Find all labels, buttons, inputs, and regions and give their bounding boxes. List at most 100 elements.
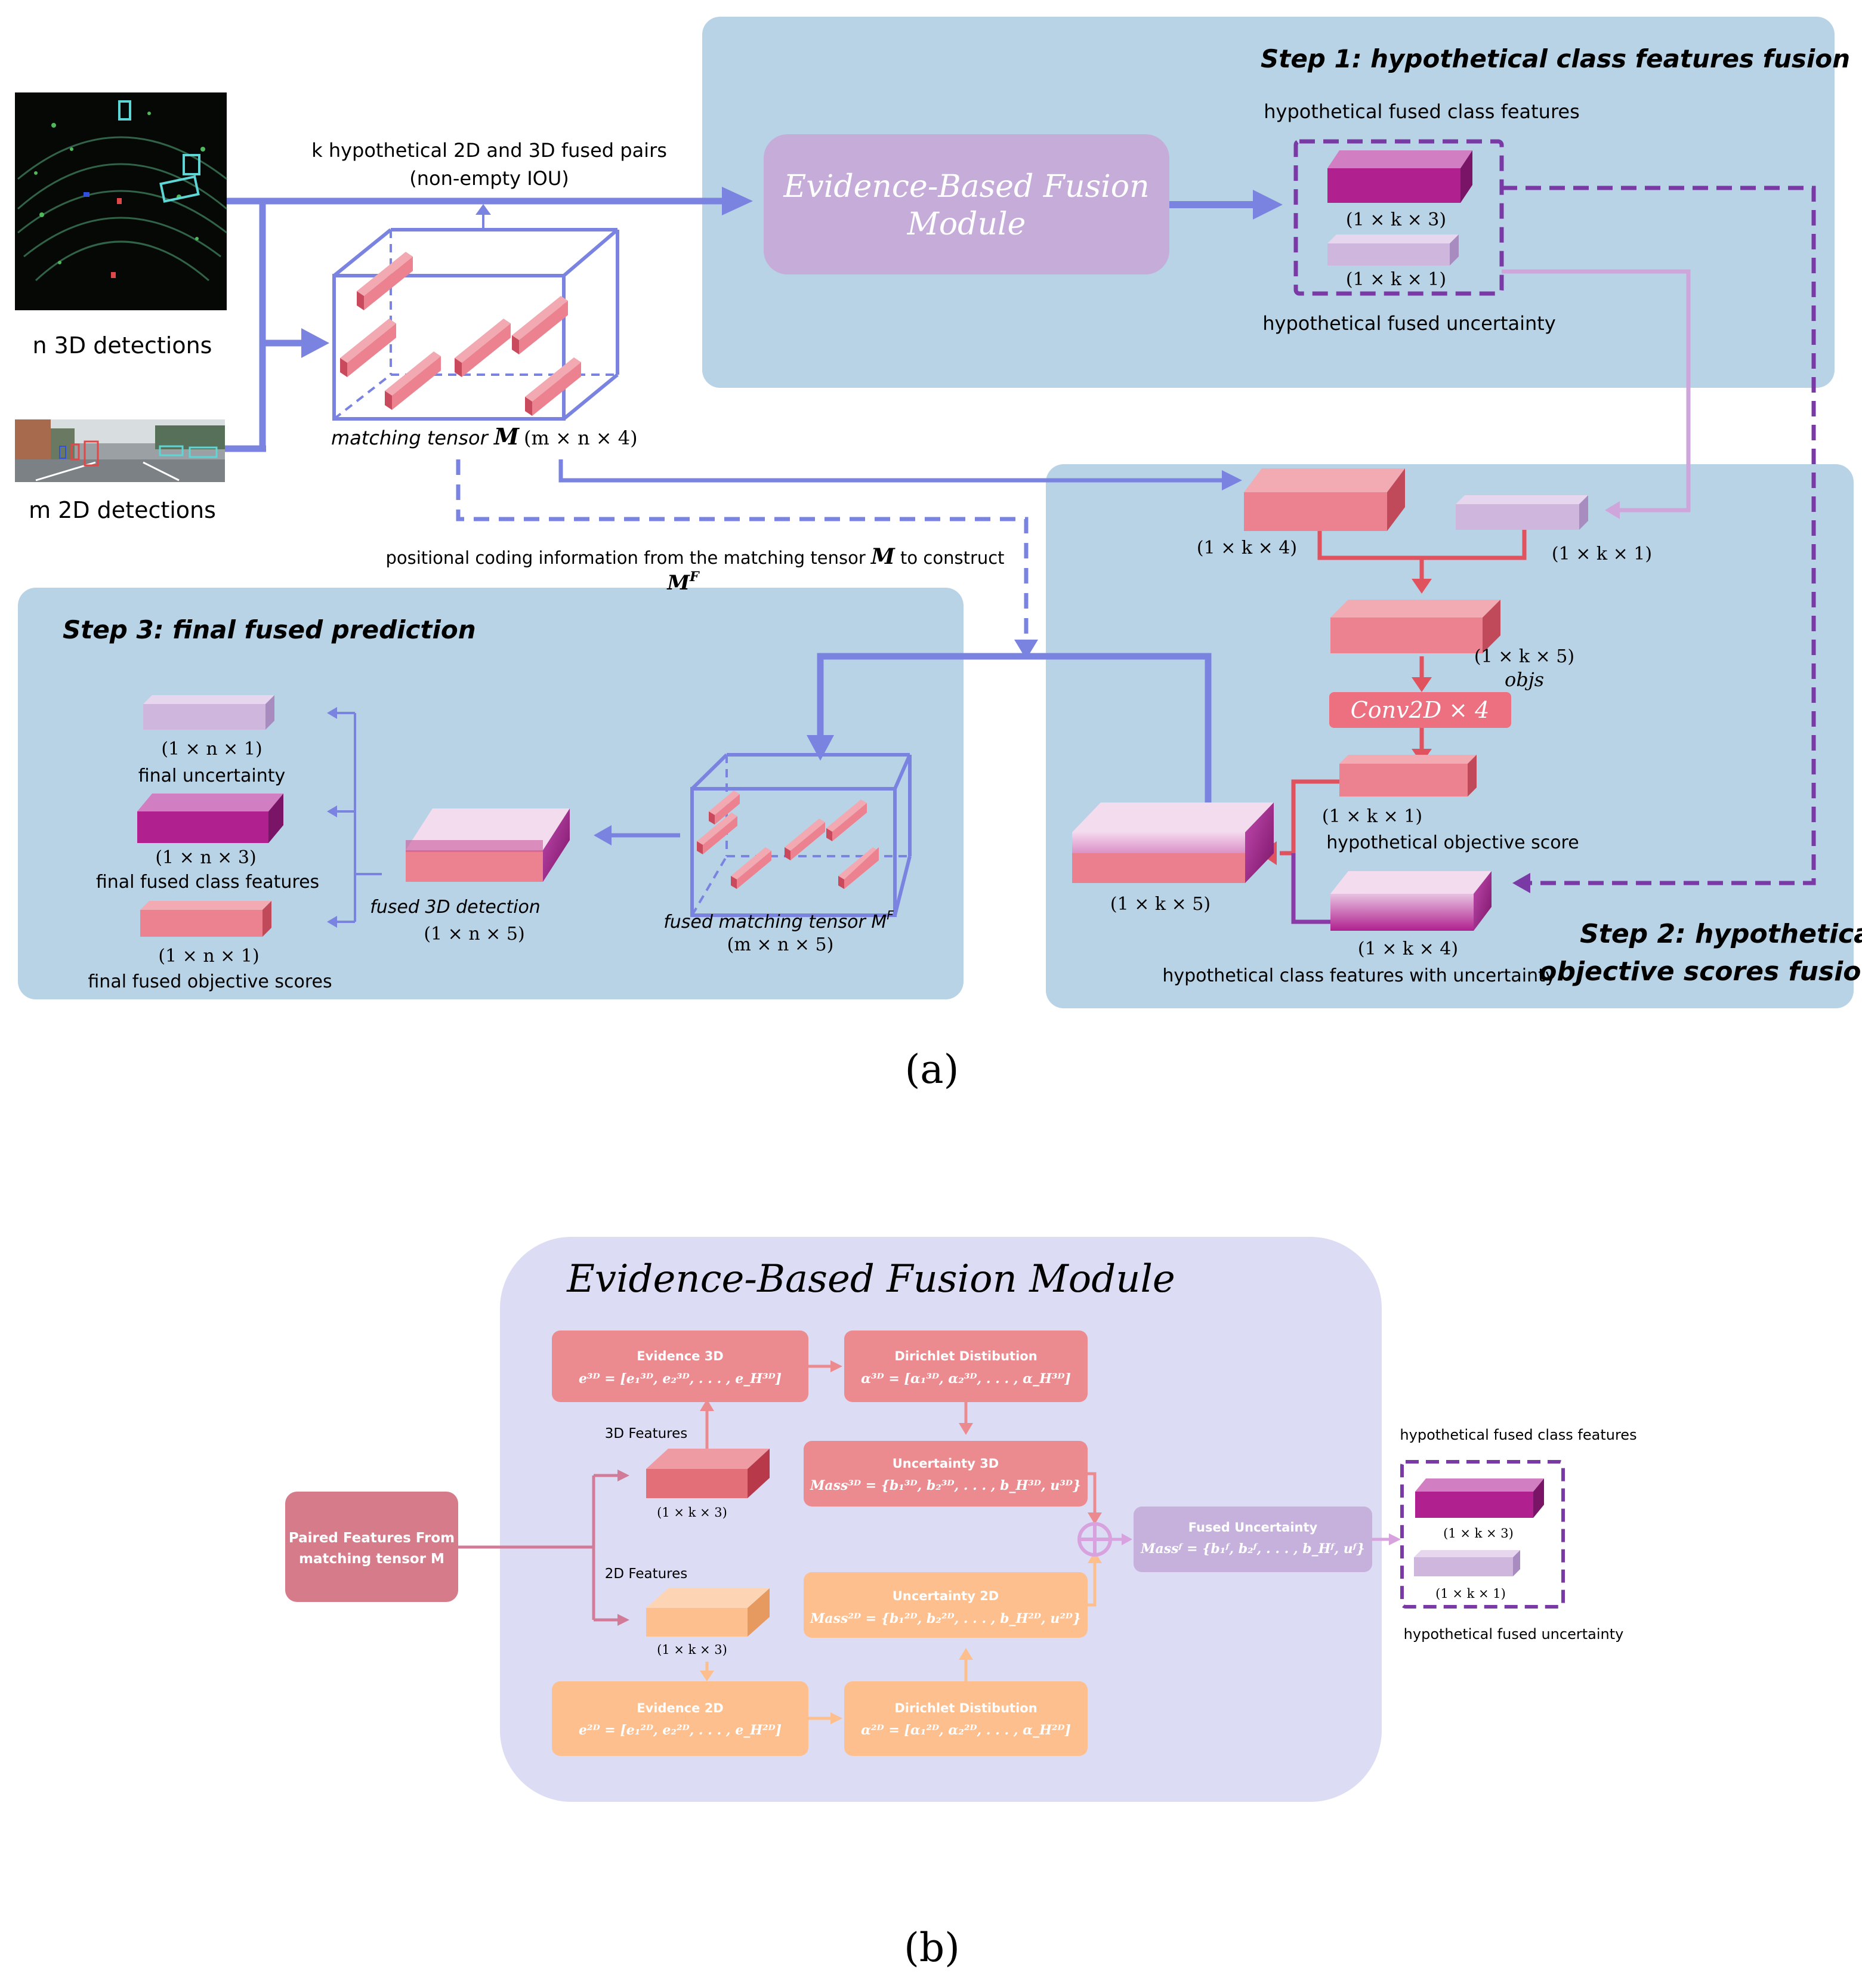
b-fused-unc-label: hypothetical fused uncertainty bbox=[1404, 1626, 1624, 1643]
step2-score-dims: (1 × k × 1) bbox=[1322, 806, 1422, 827]
step1-title: Step 1: hypothetical class features fusi… bbox=[1261, 44, 1850, 73]
module-label-line1: Evidence-Based Fusion bbox=[783, 169, 1149, 205]
evidence-2d-box bbox=[552, 1681, 808, 1756]
uncertainty-2d-title: Uncertainty 2D bbox=[893, 1589, 999, 1603]
matching-tensor-cube bbox=[332, 228, 619, 421]
uncertainty-3d-box bbox=[804, 1441, 1088, 1507]
step3-class-block bbox=[137, 794, 283, 843]
evidence-2d-formula: e²ᴰ = [e₁²ᴰ, e₂²ᴰ, . . . , e_H²ᴰ] bbox=[579, 1722, 782, 1738]
uncertainty-3d-formula: Mass³ᴰ = {b₁³ᴰ, b₂³ᴰ, . . . , b_H³ᴰ, u³ᴰ… bbox=[810, 1478, 1081, 1493]
step1-fused-class-label: hypothetical fused class features bbox=[1264, 100, 1580, 123]
step3-panel bbox=[18, 588, 964, 999]
arrow-to-step2 bbox=[1222, 470, 1242, 490]
paired-label-line2: matching tensor M bbox=[299, 1551, 444, 1567]
module-b-title: Evidence-Based Fusion Module bbox=[566, 1257, 1175, 1301]
step3-obj-label: final fused objective scores bbox=[88, 971, 332, 992]
evidence-3d-box bbox=[552, 1331, 808, 1402]
step3-class-dims: (1 × n × 3) bbox=[155, 847, 256, 868]
dirichlet-3d-title: Dirichlet Distibution bbox=[894, 1349, 1037, 1363]
dirichlet-3d-formula: α³ᴰ = [α₁³ᴰ, α₂³ᴰ, . . . , α_H³ᴰ] bbox=[861, 1371, 1071, 1387]
paired-features-box bbox=[285, 1492, 458, 1602]
b-unc-block bbox=[1414, 1550, 1520, 1576]
step2-class-unc-block bbox=[1330, 871, 1492, 931]
step2-fused-k5-block bbox=[1072, 802, 1274, 883]
step3-unc-block bbox=[143, 695, 274, 730]
step1-unc-block bbox=[1327, 234, 1459, 266]
b-unc-dims: (1 × k × 1) bbox=[1435, 1586, 1506, 1601]
conv2d-label: Conv2D × 4 bbox=[1351, 697, 1490, 723]
b-class-dims: (1 × k × 3) bbox=[1443, 1526, 1514, 1541]
positional-dashed-arrow bbox=[456, 459, 1029, 641]
step2-class-unc-dims: (1 × k × 4) bbox=[1358, 939, 1458, 959]
dirichlet-3d-box bbox=[844, 1331, 1088, 1402]
evidence-fusion-module-box bbox=[764, 134, 1169, 274]
step2-objs-label: objs bbox=[1505, 668, 1544, 691]
step3-unc-label: final uncertainty bbox=[138, 765, 286, 786]
uncertainty-2d-formula: Mass²ᴰ = {b₁²ᴰ, b₂²ᴰ, . . . , b_H²ᴰ, u²ᴰ… bbox=[810, 1611, 1081, 1626]
caption-a: (a) bbox=[905, 1047, 959, 1092]
step1-dashed-group bbox=[1293, 139, 1504, 296]
positional-label-line2: MF bbox=[666, 569, 700, 595]
b-class-block bbox=[1415, 1478, 1544, 1518]
fused-uncertainty-title: Fused Uncertainty bbox=[1188, 1520, 1318, 1535]
b-fused-class-label: hypothetical fused class features bbox=[1400, 1427, 1636, 1443]
fused-tensor-dims: (m × n × 5) bbox=[727, 934, 834, 955]
uncertainty-3d-title: Uncertainty 3D bbox=[893, 1456, 999, 1471]
features-3d-label: 3D Features bbox=[605, 1426, 688, 1441]
step2-k1-top-block bbox=[1456, 495, 1588, 530]
fusion-plus-icon bbox=[1077, 1522, 1112, 1557]
fused-matching-tensor-cube bbox=[690, 753, 912, 917]
features-3d-dims: (1 × k × 3) bbox=[657, 1505, 727, 1520]
step2-title-line1: Step 2: hypothetical bbox=[1580, 919, 1862, 949]
step3-unc-dims: (1 × n × 1) bbox=[161, 739, 262, 760]
evidence-2d-title: Evidence 2D bbox=[637, 1701, 724, 1715]
b-dashed-group bbox=[1400, 1460, 1565, 1609]
features-2d-block bbox=[646, 1588, 770, 1637]
step3-obj-block bbox=[140, 901, 271, 937]
step2-fused-dims: (1 × k × 5) bbox=[1110, 894, 1211, 915]
dirichlet-2d-box bbox=[844, 1681, 1088, 1756]
step1-class-dims: (1 × k × 3) bbox=[1346, 209, 1446, 230]
fused-tensor-label: fused matching tensor MF bbox=[663, 908, 894, 933]
step2-k4-dims: (1 × k × 4) bbox=[1197, 538, 1297, 558]
step1-to-step2-dashed bbox=[1502, 186, 1816, 885]
pairs-label-line1: k hypothetical 2D and 3D fused pairs bbox=[311, 139, 667, 162]
pairs-label-line2: (non-empty IOU) bbox=[409, 167, 569, 190]
step1-class-block bbox=[1327, 150, 1472, 203]
camera-caption: m 2D detections bbox=[29, 497, 216, 523]
step2-k5-block bbox=[1330, 600, 1500, 653]
lidar-image bbox=[15, 92, 227, 310]
lidar-caption: n 3D detections bbox=[33, 332, 212, 359]
matching-tensor-label: matching tensor M(m × n × 4) bbox=[331, 423, 638, 450]
step3-det-label: fused 3D detection bbox=[370, 897, 541, 918]
step2-title-line2: objective scores fusion bbox=[1539, 956, 1862, 987]
step2-k4-block bbox=[1244, 468, 1405, 531]
features-2d-dims: (1 × k × 3) bbox=[657, 1643, 727, 1657]
step2-score-label: hypothetical objective score bbox=[1326, 832, 1579, 853]
step1-unc-dims: (1 × k × 1) bbox=[1346, 269, 1446, 290]
dirichlet-2d-title: Dirichlet Distibution bbox=[894, 1701, 1037, 1715]
uncertainty-2d-box bbox=[804, 1572, 1088, 1638]
fused-uncertainty-formula: Massᶠ = {b₁ᶠ, b₂ᶠ, . . . , b_Hᶠ, uᶠ} bbox=[1140, 1541, 1365, 1557]
step3-obj-dims: (1 × n × 1) bbox=[158, 946, 259, 967]
paired-label-line1: Paired Features From bbox=[289, 1530, 455, 1546]
step2-k1-top-dims: (1 × k × 1) bbox=[1552, 544, 1652, 564]
arrow-to-tensor bbox=[301, 328, 329, 358]
evidence-3d-formula: e³ᴰ = [e₁³ᴰ, e₂³ᴰ, . . . , e_H³ᴰ] bbox=[579, 1371, 782, 1387]
step2-score-block bbox=[1339, 755, 1477, 797]
camera-image bbox=[15, 419, 225, 482]
conv2d-box bbox=[1329, 692, 1511, 728]
fused-uncertainty-box bbox=[1134, 1507, 1372, 1572]
features-2d-label: 2D Features bbox=[605, 1566, 688, 1582]
step3-det-dims: (1 × n × 5) bbox=[424, 924, 524, 944]
caption-b: (b) bbox=[904, 1925, 960, 1971]
arrow-module-to-features bbox=[1253, 190, 1283, 220]
positional-label-line1: positional coding information from the m… bbox=[385, 544, 1004, 569]
step2-class-unc-label: hypothetical class features with uncerta… bbox=[1162, 965, 1555, 986]
step3-title: Step 3: final fused prediction bbox=[63, 615, 476, 644]
step3-class-label: final fused class features bbox=[96, 872, 319, 893]
input-arrows bbox=[225, 197, 722, 452]
step2-k5-dims: (1 × k × 5) bbox=[1474, 646, 1574, 667]
